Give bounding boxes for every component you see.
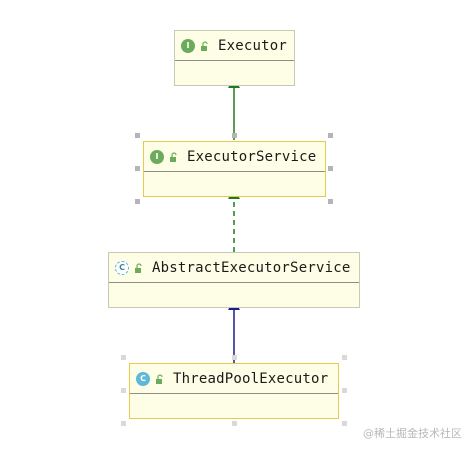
- abstract-class-icon: C: [115, 260, 129, 275]
- lock-open-icon: [201, 40, 208, 51]
- lock-open-icon: [135, 262, 142, 273]
- selection-handle[interactable]: [328, 133, 333, 138]
- class-icon: C: [136, 371, 150, 386]
- interface-icon: I: [181, 38, 195, 53]
- selection-handle[interactable]: [232, 133, 237, 138]
- interface-icon: I: [150, 149, 164, 164]
- lock-open-icon: [170, 151, 177, 162]
- selection-handle[interactable]: [121, 388, 126, 393]
- selection-handle[interactable]: [342, 421, 347, 426]
- selection-handle[interactable]: [135, 133, 140, 138]
- node-name: Executor: [218, 37, 288, 54]
- selection-handle[interactable]: [121, 355, 126, 360]
- selection-handle[interactable]: [135, 166, 140, 171]
- abstract-executor-service-node[interactable]: C AbstractExecutorService: [108, 252, 360, 308]
- executor-node[interactable]: I Executor: [174, 30, 295, 86]
- selection-handle[interactable]: [232, 421, 237, 426]
- selection-handle[interactable]: [121, 421, 126, 426]
- selection-handle[interactable]: [135, 199, 140, 204]
- thread-pool-executor-node[interactable]: C ThreadPoolExecutor: [129, 363, 339, 419]
- executor-service-node[interactable]: I ExecutorService: [143, 141, 326, 197]
- selection-handle[interactable]: [232, 355, 237, 360]
- node-name: ThreadPoolExecutor: [173, 370, 329, 387]
- lock-open-icon: [156, 373, 163, 384]
- watermark: @稀土掘金技术社区: [363, 427, 462, 440]
- selection-handle[interactable]: [328, 166, 333, 171]
- node-name: AbstractExecutorService: [152, 259, 351, 276]
- selection-handle[interactable]: [342, 388, 347, 393]
- selection-handle[interactable]: [342, 355, 347, 360]
- selection-handle[interactable]: [328, 199, 333, 204]
- node-name: ExecutorService: [187, 148, 317, 165]
